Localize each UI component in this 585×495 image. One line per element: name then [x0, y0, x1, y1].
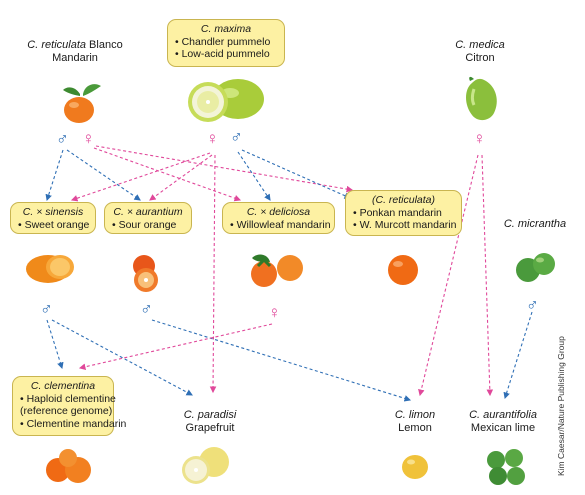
arrow-mandarin-to-sour-orange	[66, 149, 141, 201]
latin-name: C. × deliciosa	[246, 206, 311, 218]
arrow-micrantha-to-lime	[503, 311, 533, 400]
variety-item: • Sour orange	[112, 218, 177, 231]
common-name: Lemon	[398, 422, 432, 434]
arrow-willowleaf-to-clementine	[78, 323, 273, 370]
arrow-mandarin-to-sweet-orange	[45, 149, 64, 202]
female-symbol-citron: ♀	[473, 129, 486, 148]
latin-name: C. × aurantium	[113, 206, 183, 218]
common-name: Mandarin	[52, 52, 98, 64]
box-reticulata-varieties: (C. reticulata) • Ponkan mandarin • W. M…	[345, 190, 462, 236]
latin-name: C. clementina	[30, 380, 96, 392]
box-sinensis: C. × sinensis • Sweet orange	[10, 202, 96, 234]
latin-name: (C. reticulata)	[371, 194, 435, 206]
grapefruit-fruit-icon	[182, 447, 229, 484]
citron-fruit-icon	[466, 76, 497, 121]
arrow-sour-orange-to-lemon	[151, 319, 412, 402]
female-symbol-mandarin: ♀	[82, 129, 95, 148]
sour-orange-fruit-icon	[133, 255, 158, 292]
lemon-fruit-icon	[402, 455, 428, 479]
arrow-pummelo-to-sour-orange	[149, 154, 213, 201]
common-name: Mexican lime	[470, 422, 536, 434]
variety-item: • Ponkan mandarin	[353, 206, 442, 219]
label-paradisi: C. paradisi Grapefruit	[170, 409, 250, 435]
label-limon: C. limon Lemon	[385, 409, 445, 435]
variety-item: (reference genome)	[20, 405, 113, 417]
variety-item: • Chandler pummelo	[175, 35, 271, 48]
label-aurantifolia: C. aurantifolia Mexican lime	[458, 409, 548, 435]
female-symbol-willowleaf: ♀	[268, 303, 281, 322]
arrow-citron-to-lime	[481, 154, 494, 397]
label-micrantha: C. micrantha	[490, 218, 580, 231]
label-medica: C. medica Citron	[440, 39, 520, 65]
male-symbol-sweet-orange: ♂	[40, 299, 53, 318]
willowleaf-mandarin-fruit-icon	[251, 254, 303, 287]
arrow-sweet-orange-to-grapefruit	[51, 319, 193, 396]
male-symbol-pummelo: ♂	[230, 127, 243, 146]
latin-name: C. maxima	[200, 23, 252, 35]
box-maxima: C. maxima • Chandler pummelo • Low-acid …	[167, 19, 285, 67]
latin-name: C. micrantha	[503, 218, 567, 230]
variety-item: • Clementine mandarin	[20, 417, 127, 430]
latin-name: C. limon	[394, 409, 436, 421]
latin-name: C. aurantifolia	[469, 409, 537, 421]
label-reticulata: C. reticulata Blanco Mandarin	[22, 39, 128, 65]
arrow-sweet-orange-to-clementine	[46, 319, 64, 370]
box-clementina: C. clementina • Haploid clementine (refe…	[12, 376, 127, 436]
male-symbol-micrantha: ♂	[526, 295, 539, 314]
box-deliciosa: C. × deliciosa • Willowleaf mandarin	[222, 202, 335, 234]
male-symbol-mandarin: ♂	[56, 129, 69, 148]
latin-name: C. medica	[455, 39, 505, 51]
arrow-pummelo-to-willowleaf	[237, 151, 271, 201]
arrow-mandarin-to-ponkan	[95, 145, 354, 193]
arrow-mandarin-to-willowleaf	[93, 147, 242, 202]
common-name: Citron	[465, 52, 495, 64]
common-name: Grapefruit	[185, 422, 235, 434]
latin-name: C. × sinensis	[22, 206, 84, 218]
variety-item: • Haploid clementine	[20, 392, 116, 405]
latin-name: C. reticulata	[27, 39, 86, 51]
female-symbol-pummelo: ♀	[206, 129, 219, 148]
variety-item: • Sweet orange	[18, 218, 90, 231]
male-symbol-sour-orange: ♂	[140, 299, 153, 318]
arrow-pummelo-to-grapefruit	[209, 154, 217, 394]
author-name: Blanco	[86, 39, 123, 51]
image-credit: Kim Caesar/Nature Publishing Group	[556, 336, 566, 476]
arrow-citron-to-lemon	[418, 154, 479, 397]
variety-item: • Low-acid pummelo	[175, 48, 270, 60]
mandarin-fruit-icon	[63, 84, 101, 123]
sweet-orange-fruit-icon	[26, 255, 74, 283]
box-aurantium: C. × aurantium • Sour orange	[104, 202, 192, 234]
pummelo-fruit-icon	[188, 79, 264, 122]
variety-item: • Willowleaf mandarin	[230, 218, 331, 231]
arrow-pummelo-to-sweet-orange	[70, 152, 211, 202]
latin-name: C. paradisi	[183, 409, 237, 421]
arrow-pummelo-to-ponkan	[241, 149, 352, 199]
mexican-lime-fruit-icon	[487, 449, 525, 485]
micrantha-fruit-icon	[516, 253, 555, 282]
ponkan-mandarin-fruit-icon	[388, 255, 418, 285]
variety-item: • W. Murcott mandarin	[353, 219, 457, 231]
clementine-fruit-icon	[46, 449, 91, 483]
